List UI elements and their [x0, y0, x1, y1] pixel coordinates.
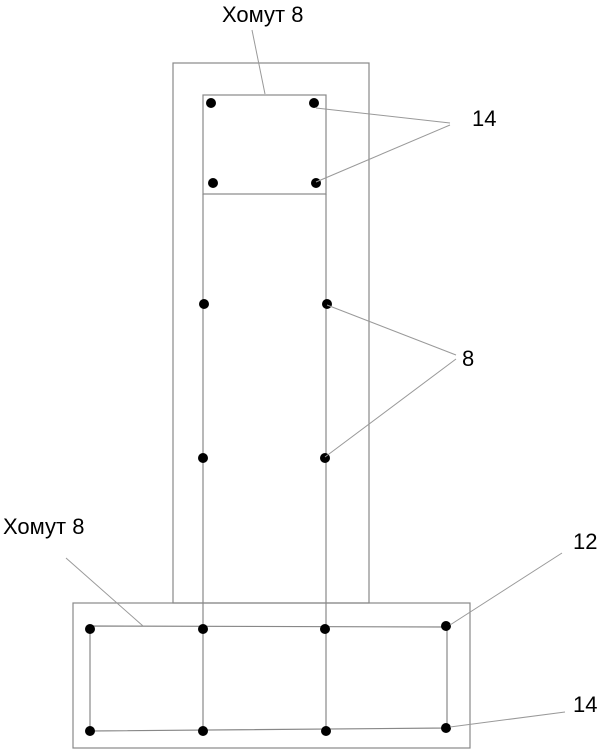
label-column-side-bars: 8	[462, 346, 474, 371]
rebar-dot	[309, 98, 319, 108]
rebar-dot	[198, 624, 208, 634]
rebar-dots	[85, 98, 451, 736]
label-footing-bottom-bars: 14	[573, 692, 597, 717]
leader-line	[324, 358, 457, 458]
column-top-stirrup	[202, 94, 327, 195]
leader-line	[315, 107, 451, 124]
rebar-dot	[198, 726, 208, 736]
footing-stirrup	[89, 625, 448, 732]
leader-line	[326, 304, 457, 356]
label-footing-stirrup: Хомут 8	[3, 514, 84, 539]
leader-line	[315, 124, 451, 183]
leader-line	[251, 29, 266, 95]
label-footing-top-bars: 12	[573, 529, 597, 554]
label-column-top-bars: 14	[472, 106, 496, 131]
rebar-dot	[199, 299, 209, 309]
rebar-dot	[321, 726, 331, 736]
rebar-dot	[441, 723, 451, 733]
label-column-stirrup: Хомут 8	[222, 2, 303, 27]
footing-outline	[72, 602, 471, 749]
rebar-dot	[206, 98, 216, 108]
rebar-dot	[320, 624, 330, 634]
rebar-dot	[322, 299, 332, 309]
rebar-dot	[441, 621, 451, 631]
rebar-dot	[208, 178, 218, 188]
rebar-dot	[85, 624, 95, 634]
rebar-dot	[311, 178, 321, 188]
rebar-dot	[198, 453, 208, 463]
leader-line	[449, 711, 566, 728]
rebar-dot	[85, 726, 95, 736]
leader-line	[449, 552, 563, 626]
leader-line	[65, 557, 144, 627]
